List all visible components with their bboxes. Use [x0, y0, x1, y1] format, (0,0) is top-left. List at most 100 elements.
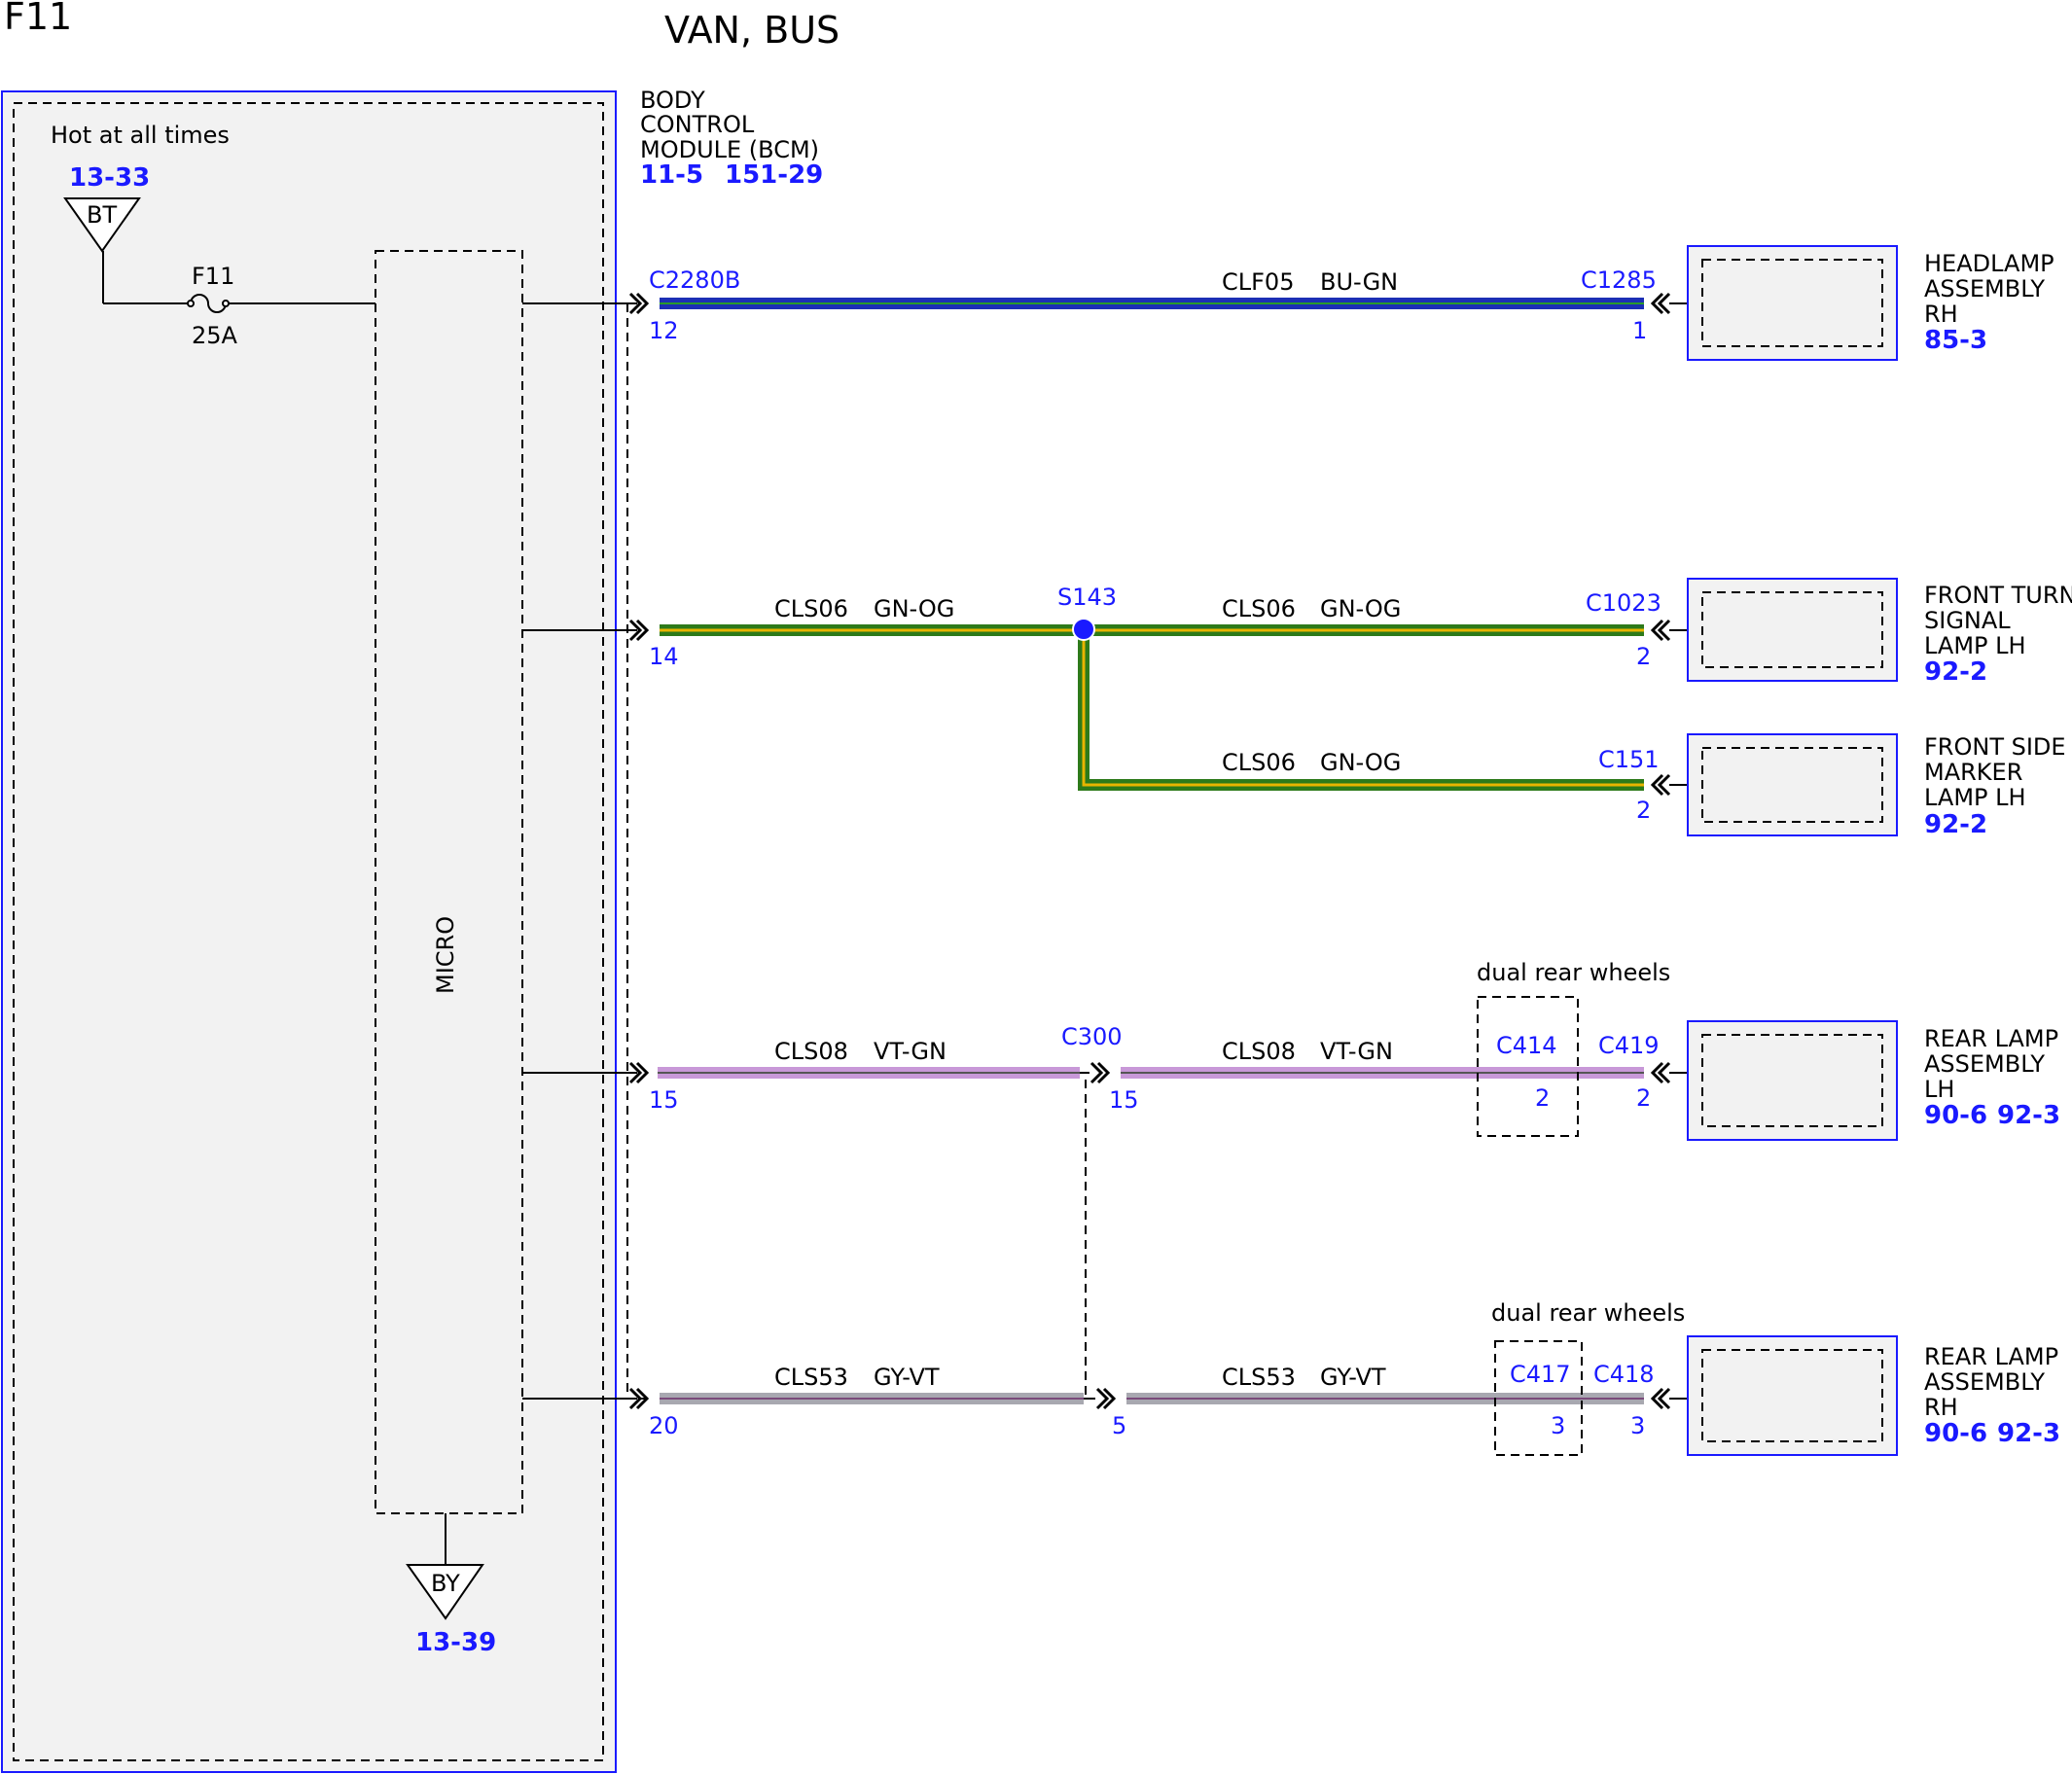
device-1-name-line3: LAMP LH — [1924, 632, 2026, 659]
option-label-dual-rear-wheels: dual rear wheels — [1477, 959, 1670, 986]
device-pin-chevron-icon — [1650, 292, 1671, 315]
splice-s143[interactable] — [1072, 618, 1095, 641]
device-rear-lamp-lh[interactable] — [1687, 1020, 1898, 1141]
device-rear-lamp-rh[interactable] — [1687, 1335, 1898, 1456]
circuit-cls53-id-left: CLS53 — [774, 1364, 848, 1391]
option-connector-c414[interactable]: C414 — [1496, 1032, 1557, 1059]
device-2-ref[interactable]: 92-2 — [1924, 810, 1987, 839]
option-connector-box — [1494, 1340, 1583, 1456]
bcm-connector-c2280b[interactable]: C2280B — [649, 266, 740, 294]
device-pin-2: 2 — [1636, 643, 1651, 670]
bcm-module-box — [1, 90, 617, 1773]
diagram-title: VAN, BUS — [664, 9, 840, 52]
bt-power-triangle-icon — [63, 197, 141, 253]
device-1-name-line2: SIGNAL — [1924, 607, 2011, 634]
device-connector-c419[interactable]: C419 — [1598, 1032, 1660, 1059]
circuit-cls06-color-left: GN-OG — [874, 595, 954, 622]
device-1-name-line1: FRONT TURN — [1924, 582, 2072, 609]
device-0-name-line1: HEADLAMP — [1924, 250, 2054, 277]
device-3-name-line2: ASSEMBLY — [1924, 1050, 2045, 1078]
bcm-ref-1[interactable]: 11-5 — [640, 160, 703, 190]
splice-s143-label[interactable]: S143 — [1057, 584, 1117, 611]
option-connector-box — [1477, 996, 1579, 1137]
circuit-clf05-color: BU-GN — [1320, 268, 1398, 296]
option-label-dual-rear-wheels: dual rear wheels — [1491, 1299, 1685, 1327]
circuit-cls06-id-branch: CLS06 — [1222, 749, 1296, 776]
device-2-name-line1: FRONT SIDE — [1924, 733, 2066, 761]
bcm-connector-bracket — [626, 303, 647, 1400]
device-chevrons — [1650, 292, 1671, 1410]
device-connector-c1285[interactable]: C1285 — [1581, 266, 1657, 294]
device-0-name-line3: RH — [1924, 301, 1958, 328]
circuit-clf05-id: CLF05 — [1222, 268, 1294, 296]
circuit-cls08-id-right: CLS08 — [1222, 1038, 1296, 1065]
device-pin-chevron-icon — [1650, 619, 1671, 642]
bcm-internal-dashed-box — [13, 102, 604, 1761]
bcm-pin-chevron-icon — [628, 619, 650, 642]
bcm-ref-2[interactable]: 151-29 — [725, 160, 823, 190]
bt-symbol-label: BT — [87, 201, 117, 229]
bcm-pin-chevron-icon — [628, 292, 650, 315]
device-4-ref-2[interactable]: 92-3 — [1997, 1419, 2060, 1448]
device-2-name-line3: LAMP LH — [1924, 784, 2026, 811]
device-3-name-line3: LH — [1924, 1076, 1954, 1103]
device-3-ref-2[interactable]: 92-3 — [1997, 1101, 2060, 1130]
by-ref[interactable]: 13-39 — [415, 1628, 496, 1657]
by-symbol-label: BY — [431, 1570, 460, 1597]
bcm-name-line1: BODY — [640, 87, 705, 114]
bcm-name-line2: CONTROL — [640, 111, 755, 138]
inline-pin-15: 15 — [1109, 1086, 1139, 1114]
circuit-cls53-color-left: GY-VT — [874, 1364, 940, 1391]
circuit-cls08-id-left: CLS08 — [774, 1038, 848, 1065]
circuit-cls06-id-left: CLS06 — [774, 595, 848, 622]
device-headlamp-rh[interactable] — [1687, 245, 1898, 361]
bcm-pin-chevron-icon — [628, 1061, 650, 1084]
fuse-rating: 25A — [192, 322, 238, 349]
bcm-name-line3: MODULE (BCM) — [640, 136, 819, 163]
device-2-name-line2: MARKER — [1924, 759, 2022, 786]
device-0-ref[interactable]: 85-3 — [1924, 326, 1987, 355]
inline-connector-c300[interactable]: C300 — [1061, 1023, 1123, 1050]
circuit-cls06-color-branch: GN-OG — [1320, 749, 1401, 776]
circuit-cls53-id-right: CLS53 — [1222, 1364, 1296, 1391]
circuit-cls53-color-right: GY-VT — [1320, 1364, 1386, 1391]
device-3-ref-1[interactable]: 90-6 — [1924, 1101, 1987, 1130]
circuit-cls06-color-right: GN-OG — [1320, 595, 1401, 622]
device-4-name-line1: REAR LAMP — [1924, 1343, 2058, 1370]
inline-connector-chevron-icon — [1090, 1061, 1111, 1084]
device-1-ref[interactable]: 92-2 — [1924, 657, 1987, 687]
device-pin-2: 2 — [1636, 797, 1651, 824]
bcm-pin-20: 20 — [649, 1412, 679, 1439]
device-pin-chevron-icon — [1650, 1387, 1671, 1410]
device-pin-2: 2 — [1636, 1084, 1651, 1112]
device-front-side-marker-lh[interactable] — [1687, 733, 1898, 836]
bcm-pin-chevron-icon — [628, 1387, 650, 1410]
hot-at-all-times-label: Hot at all times — [51, 122, 230, 149]
option-pin-3: 3 — [1551, 1412, 1565, 1439]
device-pin-1: 1 — [1632, 317, 1647, 344]
device-connector-c1023[interactable]: C1023 — [1586, 589, 1661, 617]
option-connector-c417[interactable]: C417 — [1510, 1361, 1571, 1388]
inline-connector-chevron-icon — [1095, 1387, 1117, 1410]
device-pin-chevron-icon — [1650, 1061, 1671, 1084]
micro-box — [375, 250, 523, 1514]
device-connector-c151[interactable]: C151 — [1598, 746, 1660, 773]
bcm-pin-14: 14 — [649, 643, 679, 670]
bcm-pin-12: 12 — [649, 317, 679, 344]
device-pin-3: 3 — [1630, 1412, 1645, 1439]
device-4-name-line3: RH — [1924, 1394, 1958, 1421]
fuse-icon — [190, 294, 227, 313]
by-ground-triangle-icon — [406, 1564, 484, 1620]
device-front-turn-signal-lh[interactable] — [1687, 578, 1898, 682]
page-label: F11 — [4, 0, 72, 38]
device-3-name-line1: REAR LAMP — [1924, 1025, 2058, 1052]
bt-ref[interactable]: 13-33 — [69, 163, 150, 193]
device-pin-chevron-icon — [1650, 773, 1671, 797]
bcm-pin-15: 15 — [649, 1086, 679, 1114]
device-connector-c418[interactable]: C418 — [1593, 1361, 1655, 1388]
device-4-ref-1[interactable]: 90-6 — [1924, 1419, 1987, 1448]
circuit-cls08-color-right: VT-GN — [1320, 1038, 1393, 1065]
device-4-name-line2: ASSEMBLY — [1924, 1368, 2045, 1396]
micro-label: MICRO — [432, 916, 459, 994]
